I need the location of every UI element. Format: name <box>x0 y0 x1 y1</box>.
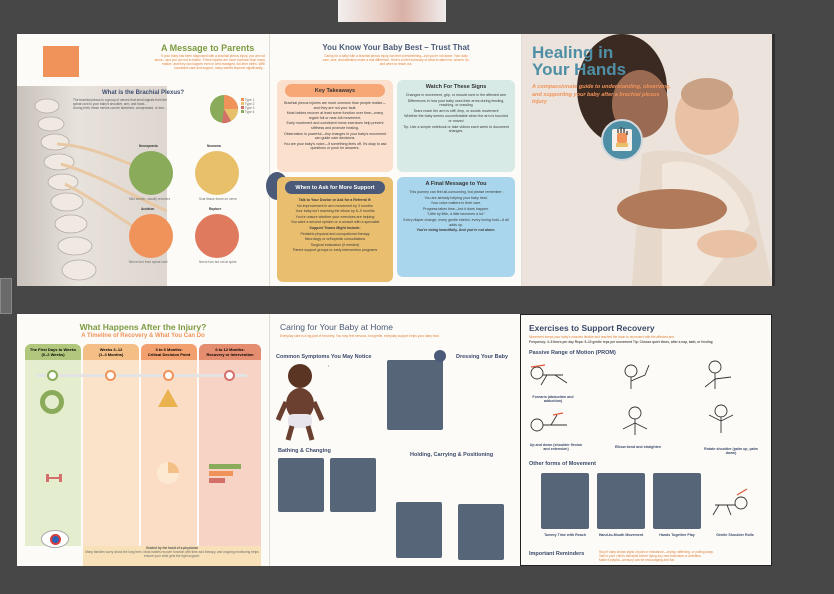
holding-photo-2 <box>458 504 504 560</box>
triangle-icon <box>158 389 178 407</box>
parents-message-body: If your baby has been diagnosed with a b… <box>154 54 265 70</box>
exercise-drawing-hands <box>622 406 648 435</box>
dressing-photo-placeholder <box>387 360 443 430</box>
exercise-drawing-rotate <box>704 360 732 389</box>
exercise-drawing-hold <box>708 404 734 433</box>
pie-legend: Type 1 Type 2 Type 3 Type 4 <box>241 98 254 114</box>
holding-title: Holding, Carrying & Positioning <box>410 452 494 458</box>
other-movement-title: Other forms of Movement <box>529 461 596 467</box>
exercise-drawing-flexion <box>530 412 567 432</box>
panel-cover: Healing in Your Hands A compassionate gu… <box>521 34 772 286</box>
cover-title-line2: Your Hands <box>532 60 627 79</box>
timeline-col-1: The First Days to Weeks (0–2 Weeks) <box>25 344 81 546</box>
plexus-title: What is the Brachial Plexus? <box>101 90 185 96</box>
panel-exercises: Exercises to Support Recovery Movement k… <box>520 314 772 566</box>
reminders-title: Important Reminders <box>529 551 585 557</box>
key-takeaways-card: Key Takeaways Brachial plexus injuries a… <box>277 80 393 172</box>
exercise-drawing-elbow <box>624 364 650 389</box>
reminders-list: Stop if baby shows signs of pain or resi… <box>599 550 714 562</box>
know-baby-intro: Caring for a baby with a brachial plexus… <box>322 54 470 66</box>
panel-parents: A Message to Parents If your baby has be… <box>17 34 269 286</box>
symptoms-text: • <box>328 364 330 368</box>
progress-ring-icon <box>40 390 64 414</box>
exercise-drawing-roll <box>712 488 748 516</box>
baby-illustration <box>276 364 325 441</box>
know-baby-title: You Know Your Baby Best – Trust That <box>322 43 470 52</box>
symptoms-title: Common Symptoms You May Notice <box>276 354 372 360</box>
raised-hand-icon <box>612 127 632 151</box>
navy-dot-right <box>434 350 446 362</box>
donut-label-1: Neuropraxia <box>139 144 158 148</box>
prom-title: Passive Range of Motion (PROM) <box>529 350 616 356</box>
donut-label-2: Neuroma <box>207 144 221 148</box>
left-page-tab[interactable] <box>0 278 12 314</box>
dressing-title: Dressing Your Baby <box>456 354 509 360</box>
timeline-node-2 <box>105 370 116 381</box>
donut-label-4: Rupture <box>209 207 222 211</box>
caring-title: Caring for Your Baby at Home <box>280 322 393 332</box>
dumbbell-icon <box>46 474 62 482</box>
brochure-back-page: What Happens After the Injury? A Timelin… <box>17 314 772 566</box>
timeline-subtitle: A Timeline of Recovery & What You Can Do <box>81 333 205 339</box>
parents-message-title: A Message to Parents <box>161 43 255 53</box>
donut-rupture <box>195 214 239 258</box>
exercise-drawing-abduction <box>530 364 568 386</box>
bathing-title: Bathing & Changing <box>278 448 331 454</box>
progress-bars-icon <box>209 464 249 483</box>
exercises-title: Exercises to Support Recovery <box>529 323 655 333</box>
timeline-line <box>37 374 247 377</box>
timeline-node-1 <box>47 370 58 381</box>
donut-neuropraxia <box>129 151 173 195</box>
top-page-thumbnail[interactable] <box>338 0 446 22</box>
front-page-shadow <box>772 34 775 286</box>
bathing-photo-1 <box>278 458 324 512</box>
donut-avulsion <box>129 214 173 258</box>
movement-photo-3 <box>653 473 701 529</box>
plexus-section: What is the Brachial Plexus? The brachia… <box>73 90 213 110</box>
more-support-card: When to Ask for More Support Talk to You… <box>277 177 393 282</box>
timeline-title: What Happens After the Injury? <box>79 322 207 332</box>
panel-timeline: What Happens After the Injury? A Timelin… <box>17 314 269 566</box>
orange-square-decoration <box>43 46 79 77</box>
brochure-front-page: A Message to Parents If your baby has be… <box>17 34 772 286</box>
exercises-intro: Movement keeps your baby's muscles flexi… <box>529 335 676 339</box>
movement-photo-2 <box>597 473 645 529</box>
movement-photo-1 <box>541 473 589 529</box>
donut-label-3: Avulsion <box>141 207 155 211</box>
panel-caring: Caring for Your Baby at Home Everyday ca… <box>269 314 521 566</box>
cover-subtitle: A compassionate guide to understanding, … <box>532 84 671 105</box>
donut-neuroma <box>195 151 239 195</box>
holding-photo-1 <box>396 502 442 558</box>
cover-title-line1: Healing in <box>532 43 614 62</box>
timeline-bottom-box: Guided by the hand of a physician Many f… <box>83 546 261 566</box>
panel-know-your-baby: You Know Your Baby Best – Trust That Car… <box>266 34 521 286</box>
timeline-node-3 <box>163 370 174 381</box>
timeline-node-4 <box>224 370 235 381</box>
eye-icon <box>41 530 69 548</box>
hand-logo-circle <box>601 119 643 161</box>
mother-baby-photo <box>522 34 772 286</box>
watch-signs-card: Watch For These Signs Changes in movemen… <box>397 80 515 172</box>
injury-type-pie-chart <box>210 95 238 124</box>
bathing-photo-2 <box>330 458 376 512</box>
clock-pie-icon <box>157 462 179 484</box>
caring-intro: Everyday care is a big part of recovery.… <box>280 334 440 338</box>
exercises-frequency: Frequency: 3–5 times per day Reps: 5–10 … <box>529 340 713 344</box>
final-message-card: A Final Message to You This journey can … <box>397 177 515 277</box>
